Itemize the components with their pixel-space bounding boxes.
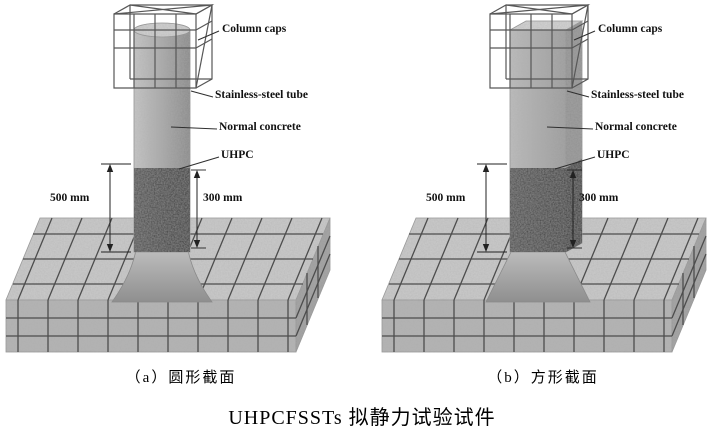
column-cap-cage xyxy=(489,3,591,89)
column xyxy=(508,20,584,253)
dim-label-500mm: 500 mm xyxy=(50,192,90,204)
label-uhpc: UHPC xyxy=(597,149,630,161)
pedestal xyxy=(111,249,213,303)
specimen-drawing-circular xyxy=(5,3,331,353)
panel-caption-circular: （a）圆形截面 xyxy=(125,370,237,386)
dim-label-300mm: 300 mm xyxy=(579,192,619,204)
dim-label-500mm: 500 mm xyxy=(426,192,466,204)
panel-caption-square: （b）方形截面 xyxy=(487,370,599,386)
foundation-rebar-cage xyxy=(382,217,707,352)
dimension-300 xyxy=(191,169,206,249)
label-uhpc: UHPC xyxy=(221,149,254,161)
dimension-500 xyxy=(101,163,131,253)
uhpc-band xyxy=(510,168,566,252)
leader-lines xyxy=(546,30,596,170)
label-column-caps: Column caps xyxy=(598,23,663,35)
uhpc-band xyxy=(134,168,190,252)
label-normal-concrete: Normal concrete xyxy=(219,121,301,133)
specimen-panel-circular: Column caps Stainless-steel tube Normal … xyxy=(0,0,362,394)
leader-lines xyxy=(170,30,220,170)
label-column-caps: Column caps xyxy=(222,23,287,35)
specimen-drawing-square xyxy=(381,3,707,353)
dimension-300 xyxy=(567,169,582,249)
specimen-drawing-area-square: Column caps Stainless-steel tube Normal … xyxy=(376,0,724,362)
dimension-500 xyxy=(477,163,507,253)
uhpc-band-side xyxy=(566,159,582,252)
label-stainless-steel-tube: Stainless-steel tube xyxy=(591,89,684,101)
dim-label-300mm: 300 mm xyxy=(203,192,243,204)
specimen-drawing-area-circular: Column caps Stainless-steel tube Normal … xyxy=(0,0,362,362)
figure-title: UHPCFSSTs 拟静力试验试件 xyxy=(228,407,496,429)
column xyxy=(133,22,191,253)
label-normal-concrete: Normal concrete xyxy=(595,121,677,133)
column-cap-cage xyxy=(113,3,215,89)
label-stainless-steel-tube: Stainless-steel tube xyxy=(215,89,308,101)
specimen-panel-square: Column caps Stainless-steel tube Normal … xyxy=(362,0,724,394)
